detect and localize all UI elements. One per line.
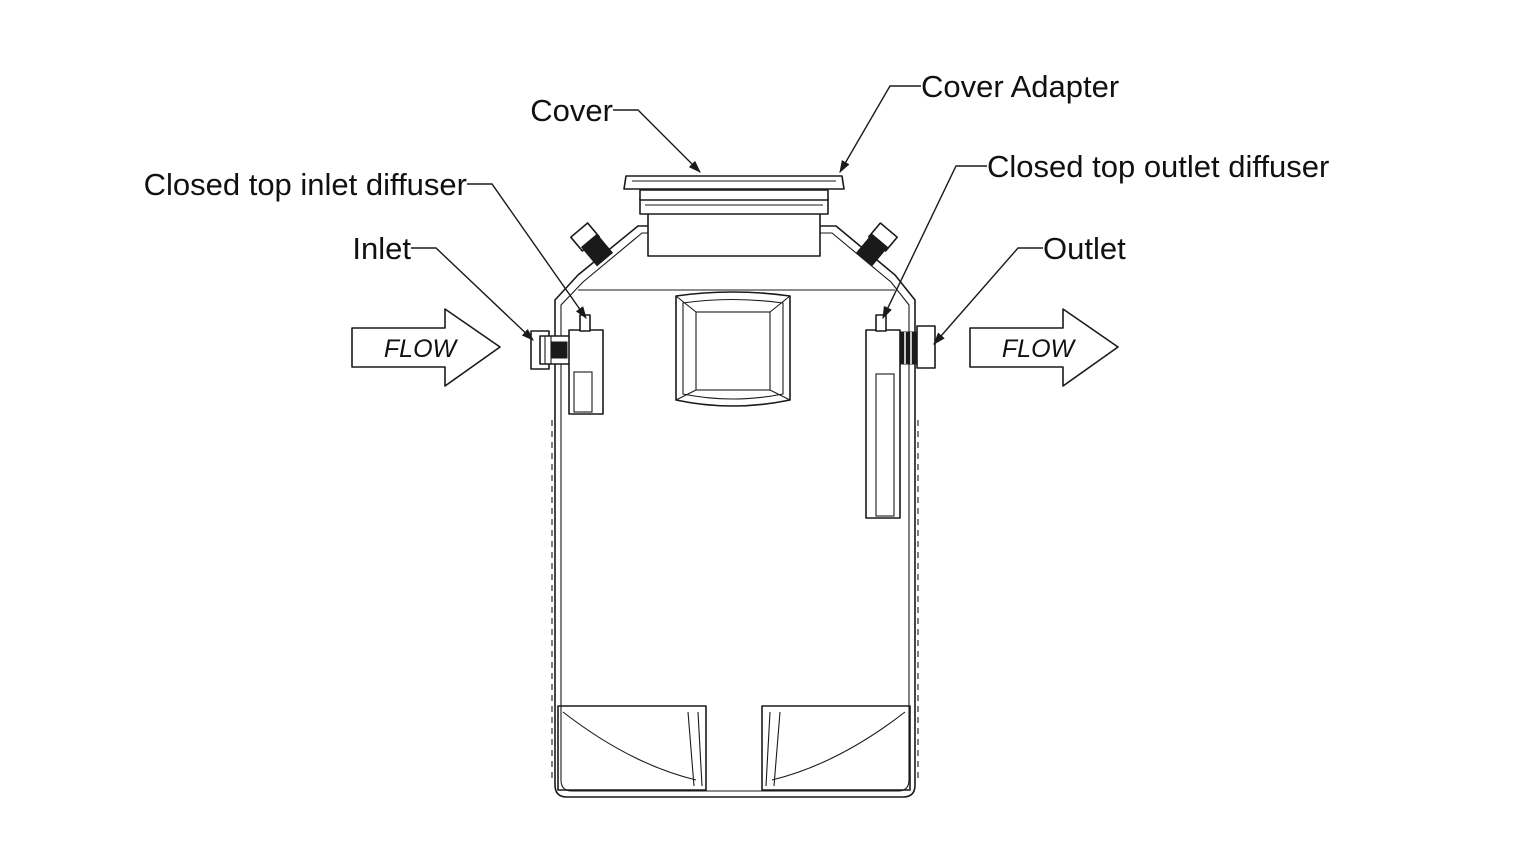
leader-cover bbox=[613, 109, 701, 173]
label-outlet: Outlet bbox=[1043, 231, 1126, 266]
leader-inlet bbox=[411, 247, 534, 341]
label-outlet-diffuser: Closed top outlet diffuser bbox=[987, 149, 1329, 184]
tank-feet bbox=[557, 705, 911, 791]
label-inlet-diffuser: Closed top inlet diffuser bbox=[144, 167, 467, 202]
inlet-diffuser bbox=[568, 314, 604, 415]
leader-lines bbox=[411, 85, 1043, 345]
tank-body bbox=[551, 225, 919, 798]
flow-label-right: FLOW bbox=[1002, 335, 1077, 363]
flow-label-left: FLOW bbox=[384, 335, 459, 363]
leader-cover-adapter bbox=[839, 85, 921, 174]
shoulder-fitting-right bbox=[855, 222, 899, 267]
flow-arrow-right: FLOW bbox=[969, 308, 1119, 387]
leader-inlet-diffuser bbox=[467, 183, 587, 320]
riser bbox=[639, 189, 829, 257]
access-port bbox=[675, 291, 791, 407]
label-cover-adapter: Cover Adapter bbox=[921, 69, 1119, 104]
leader-outlet bbox=[933, 247, 1043, 345]
shoulder-fitting-left bbox=[569, 222, 614, 267]
outlet-diffuser bbox=[865, 314, 901, 519]
label-inlet: Inlet bbox=[352, 231, 411, 266]
outlet-pipe bbox=[899, 325, 936, 369]
label-cover: Cover bbox=[530, 93, 613, 128]
flow-arrow-left: FLOW bbox=[351, 308, 501, 387]
labels: Cover Cover Adapter Closed top inlet dif… bbox=[144, 69, 1330, 266]
cover-shape bbox=[623, 175, 845, 190]
inlet-pipe bbox=[530, 330, 571, 370]
leader-outlet-diffuser bbox=[882, 165, 987, 320]
